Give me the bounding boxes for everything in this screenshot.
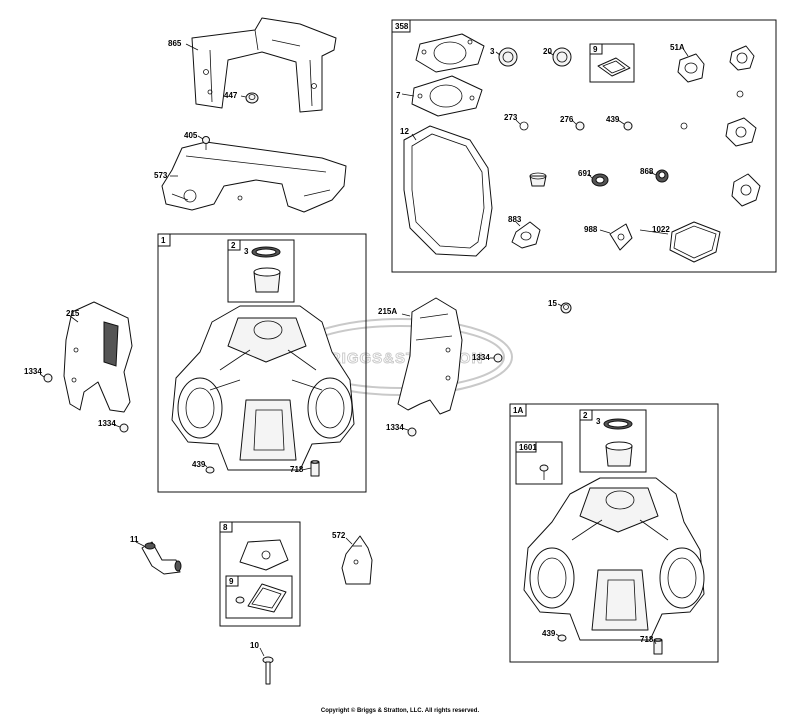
label-1022: 1022 [652,225,670,234]
label-718-b: 718 [640,635,654,644]
label-1334-right-a: 1334 [472,353,490,362]
label-10: 10 [250,641,259,650]
label-8: 8 [223,523,228,532]
label-572: 572 [332,531,346,540]
part-7-head-gasket[interactable] [411,75,483,117]
part-3-seal[interactable] [498,47,518,67]
part-439-washer-a[interactable] [205,466,215,474]
part-10-bolt[interactable] [262,656,274,685]
label-215: 215 [66,309,80,318]
label-9-breather: 9 [229,577,234,586]
label-3-sleeve-b: 3 [596,417,601,426]
label-1601: 1601 [519,443,537,452]
part-215A-right-baffle[interactable] [397,297,463,415]
part-cylinder-block-b[interactable] [523,477,705,641]
label-447: 447 [224,91,238,100]
part-883-gasket[interactable] [511,221,541,249]
part-9-valve-cover-gasket-box[interactable] [589,43,635,83]
label-11: 11 [130,535,139,544]
label-1334-left-a: 1334 [24,367,42,376]
leader-lines [39,43,689,657]
part-plug-cap[interactable] [529,172,547,187]
part-868-seal[interactable] [655,169,669,183]
part-718-pin-a[interactable] [310,460,320,477]
label-1334-left-b: 1334 [98,419,116,428]
part-1334-screw-b[interactable] [119,423,129,433]
part-447-nut[interactable] [245,92,259,104]
part-1334-screw-d[interactable] [407,427,417,437]
part-labels: 865 447 405 573 358 3 20 9 51A 7 12 273 … [24,22,685,650]
label-405: 405 [184,131,198,140]
part-15-plug[interactable] [560,302,572,314]
label-868: 868 [640,167,654,176]
label-12: 12 [400,127,409,136]
part-breather-cover[interactable] [239,539,289,571]
part-572-bracket[interactable] [341,535,373,585]
label-988: 988 [584,225,598,234]
part-573-blower-housing[interactable] [161,141,347,213]
part-988-gasket[interactable] [609,223,633,251]
group-2-sleeve-box-b[interactable] [579,409,647,473]
group-8-breather-cover [219,521,301,627]
part-20-seal[interactable] [552,47,572,67]
part-gasket-small-right-1[interactable] [729,45,755,71]
label-15: 15 [548,299,557,308]
label-439-top: 439 [606,115,620,124]
part-small-ring-right[interactable] [736,90,744,98]
part-12-crankcase-gasket[interactable] [403,125,493,257]
label-9-box: 9 [593,45,598,54]
group-1-cylinder-assembly [157,233,367,493]
group-2-sleeve-box-a[interactable] [227,239,295,303]
group-1A-cylinder-assembly [509,403,719,663]
part-gasket-small-right-2[interactable] [725,117,757,147]
label-1: 1 [161,236,166,245]
part-691-seal[interactable] [591,173,609,187]
group-9-breather-gasket-box[interactable] [225,575,293,619]
part-11-breather-tube[interactable] [141,541,182,575]
part-439-washer-b[interactable] [557,634,567,642]
part-405-bolt[interactable] [202,136,210,151]
part-cylinder-block-a[interactable] [171,305,355,471]
part-gasket-small-right-3[interactable] [731,173,761,207]
part-718-pin-b[interactable] [653,638,663,655]
label-51A: 51A [670,43,685,52]
label-1334-right-b: 1334 [386,423,404,432]
part-865-shroud[interactable] [191,17,337,113]
part-1334-screw-a[interactable] [43,373,53,383]
part-1022-gasket[interactable] [669,221,721,263]
part-head-gasket-top[interactable] [415,33,485,73]
label-20: 20 [543,47,552,56]
part-1334-screw-c[interactable] [493,353,503,363]
part-small-washer-right[interactable] [680,122,688,130]
label-865: 865 [168,39,182,48]
label-883: 883 [508,215,522,224]
label-276: 276 [560,115,574,124]
label-2-box-a: 2 [231,241,236,250]
label-439-a: 439 [192,460,206,469]
label-358: 358 [395,22,409,31]
part-51A-gasket[interactable] [677,53,705,83]
label-718-a: 718 [290,465,304,474]
part-273-ring[interactable] [519,121,529,131]
label-691: 691 [578,169,592,178]
label-2-box-b: 2 [583,411,588,420]
part-215-left-baffle[interactable] [63,301,133,413]
label-3-sleeve-a: 3 [244,247,249,256]
part-276-ring[interactable] [575,121,585,131]
copyright-notice: Copyright © Briggs & Stratton, LLC. All … [320,708,480,714]
label-7: 7 [396,91,401,100]
group-1601-screw-box[interactable] [515,441,563,485]
part-439-washer[interactable] [623,121,633,131]
label-215A: 215A [378,307,397,316]
group-358-gasket-set [391,19,777,273]
label-273: 273 [504,113,518,122]
label-1A: 1A [513,406,523,415]
label-3-seal: 3 [490,47,495,56]
label-573: 573 [154,171,168,180]
label-439-b: 439 [542,629,556,638]
